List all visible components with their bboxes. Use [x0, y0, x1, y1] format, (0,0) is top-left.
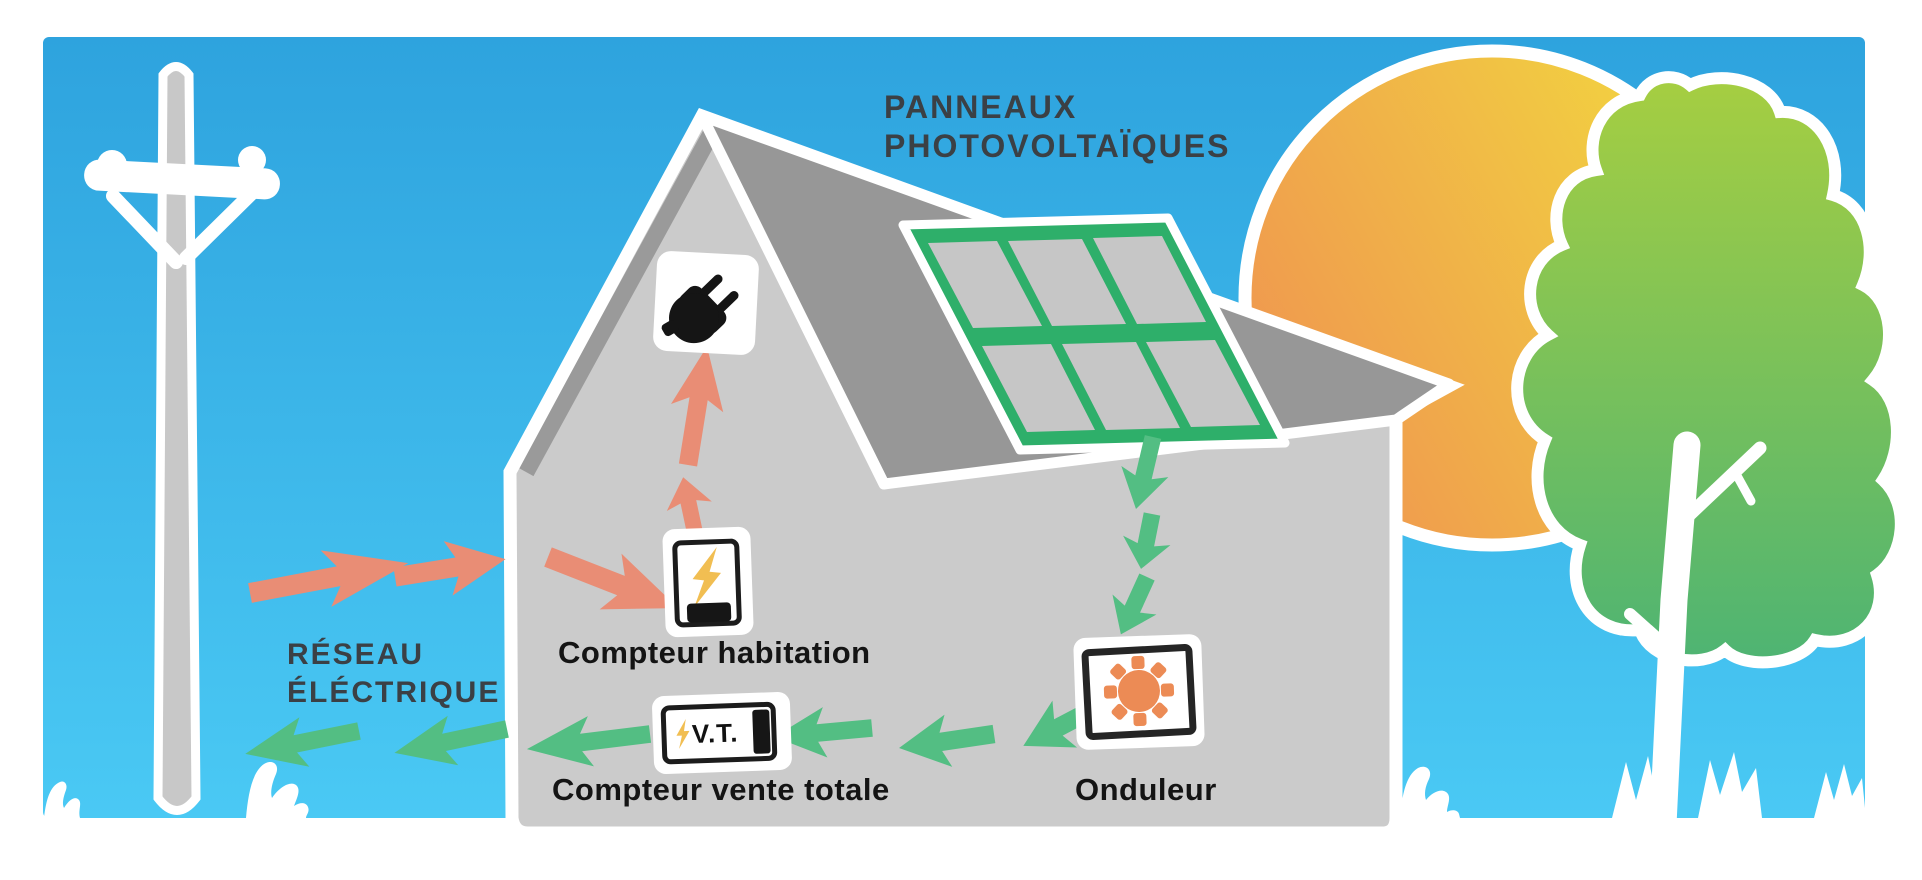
- panel-cells: [928, 236, 1260, 432]
- compteur-habitation-box: [662, 526, 754, 638]
- plug-box: [653, 251, 759, 355]
- tree-crown: [1511, 71, 1907, 669]
- solar-panel: [898, 213, 1290, 455]
- onduleur-box: [1073, 634, 1205, 750]
- grass-tuft: [1400, 766, 1460, 818]
- compteur-vente-label: Compteur vente totale: [552, 772, 890, 807]
- grass-tuft: [1698, 752, 1762, 818]
- panneaux-label-line2: PHOTOVOLTAÏQUES: [884, 128, 1230, 164]
- grass-tuft: [44, 781, 81, 818]
- compteur-habitation-label: Compteur habitation: [558, 635, 871, 670]
- grass-tuft: [246, 762, 309, 818]
- tree: [1511, 71, 1907, 859]
- house-outline: [503, 107, 1465, 840]
- pole-insulator-right: [238, 146, 266, 174]
- power-plug-icon: [661, 274, 739, 344]
- pole-braces: [106, 185, 260, 269]
- pole-crossarm: [84, 159, 280, 200]
- electric-meter-vt-icon: [660, 701, 778, 765]
- inverter-sun-icon: [1103, 655, 1175, 727]
- tree-trunk: [1624, 431, 1767, 859]
- compteur-vente-box: V.T.: [652, 692, 792, 774]
- gable-trim: [518, 127, 720, 477]
- reseau-label-line2: ÉLÉCTRIQUE: [287, 675, 500, 709]
- panneaux-label-line1: PANNEAUX: [884, 89, 1077, 125]
- grass-tufts: [44, 752, 1866, 818]
- vt-label: V.T.: [691, 717, 738, 749]
- onduleur-label: Onduleur: [1075, 772, 1217, 807]
- grass-tuft: [1814, 764, 1866, 818]
- reseau-label-line1: RÉSEAU: [287, 637, 424, 671]
- grass-tuft: [1612, 756, 1672, 818]
- meter-display-bar: [686, 602, 732, 623]
- meter-vt-bar: [752, 709, 771, 754]
- utility-pole: [84, 62, 280, 815]
